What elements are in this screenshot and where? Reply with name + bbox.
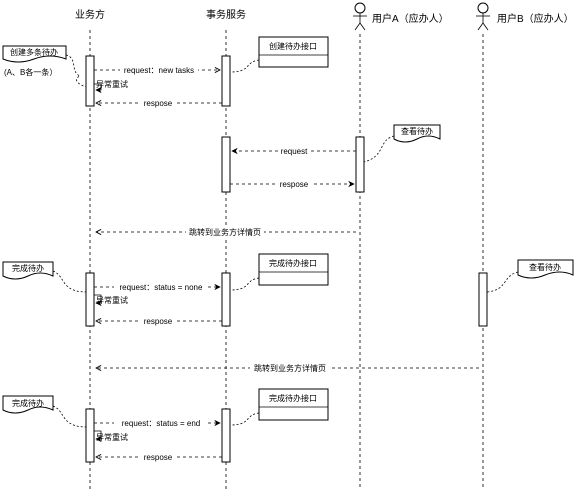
participant-service: 事务服务 — [206, 8, 246, 21]
label-jump-2: 跳转到业务方详情页 — [254, 363, 326, 373]
interface-complete-2-box: 完成待办接口 — [258, 388, 329, 421]
note-connector — [65, 54, 88, 87]
note-view-b-connector — [486, 271, 519, 293]
label-response-1: respose — [144, 99, 173, 108]
label-retry-2: 异常重试 — [96, 295, 128, 305]
svg-text:完成待办: 完成待办 — [12, 263, 44, 273]
label-request-status-none: request：status = none — [120, 283, 203, 292]
participant-business: 业务方 — [75, 8, 105, 21]
user-a-actor-icon — [353, 2, 367, 31]
interface-complete-2-connector — [229, 412, 260, 426]
note-view-b: 查看待办 — [517, 259, 574, 279]
participant-user-a: 用户A（应办人） — [372, 12, 449, 25]
label-request-status-end: request：status = end — [122, 419, 201, 428]
activation-user-a — [355, 136, 365, 193]
label-response-3: respose — [144, 453, 173, 462]
note-complete-1-connector — [52, 270, 88, 293]
activation-service-4 — [221, 408, 231, 463]
label-response-2: respose — [144, 317, 173, 326]
activation-service-2 — [221, 136, 231, 193]
label-retry-3: 异常重试 — [96, 432, 128, 442]
note-create-multi: 创建多条待办 — [2, 45, 67, 63]
svg-text:查看待办: 查看待办 — [529, 262, 561, 272]
activation-service-3 — [221, 272, 231, 327]
note-create-multi-sub: (A、B各一条） — [4, 67, 57, 77]
message-retry-3 — [94, 430, 102, 443]
note-view-a: 查看待办 — [393, 124, 441, 143]
activation-service — [221, 55, 231, 107]
label-response-a: respose — [280, 180, 309, 189]
svg-text:完成待办: 完成待办 — [12, 398, 44, 408]
activation-business — [85, 55, 95, 107]
svg-text:创建待办接口: 创建待办接口 — [269, 41, 317, 51]
label-request-a: request — [281, 147, 308, 156]
label-request-new-tasks: request：new tasks — [124, 66, 194, 75]
svg-text:完成待办接口: 完成待办接口 — [269, 258, 317, 268]
interface-create-box: 创建待办接口 — [258, 36, 329, 68]
svg-text:完成待办接口: 完成待办接口 — [269, 393, 317, 403]
interface-complete-1-box: 完成待办接口 — [258, 253, 329, 286]
svg-text:创建多条待办: 创建多条待办 — [10, 47, 58, 57]
message-retry-2 — [94, 294, 102, 307]
note-complete-1: 完成待办 — [2, 261, 54, 280]
activation-business-3 — [85, 408, 95, 463]
interface-complete-1-connector — [229, 277, 260, 291]
label-jump-1: 跳转到业务方详情页 — [189, 227, 261, 237]
participant-user-b: 用户B（应办人） — [497, 12, 574, 25]
activation-user-b — [478, 272, 488, 327]
label-retry-1: 异常重试 — [96, 79, 128, 89]
message-retry-1 — [94, 83, 102, 94]
note-view-a-connector — [363, 135, 395, 163]
activation-business-2 — [85, 272, 95, 327]
note-complete-2-connector — [52, 405, 88, 428]
svg-text:查看待办: 查看待办 — [401, 126, 433, 136]
interface-connector — [229, 59, 260, 73]
user-b-actor-icon — [476, 2, 490, 31]
note-complete-2: 完成待办 — [2, 395, 54, 414]
